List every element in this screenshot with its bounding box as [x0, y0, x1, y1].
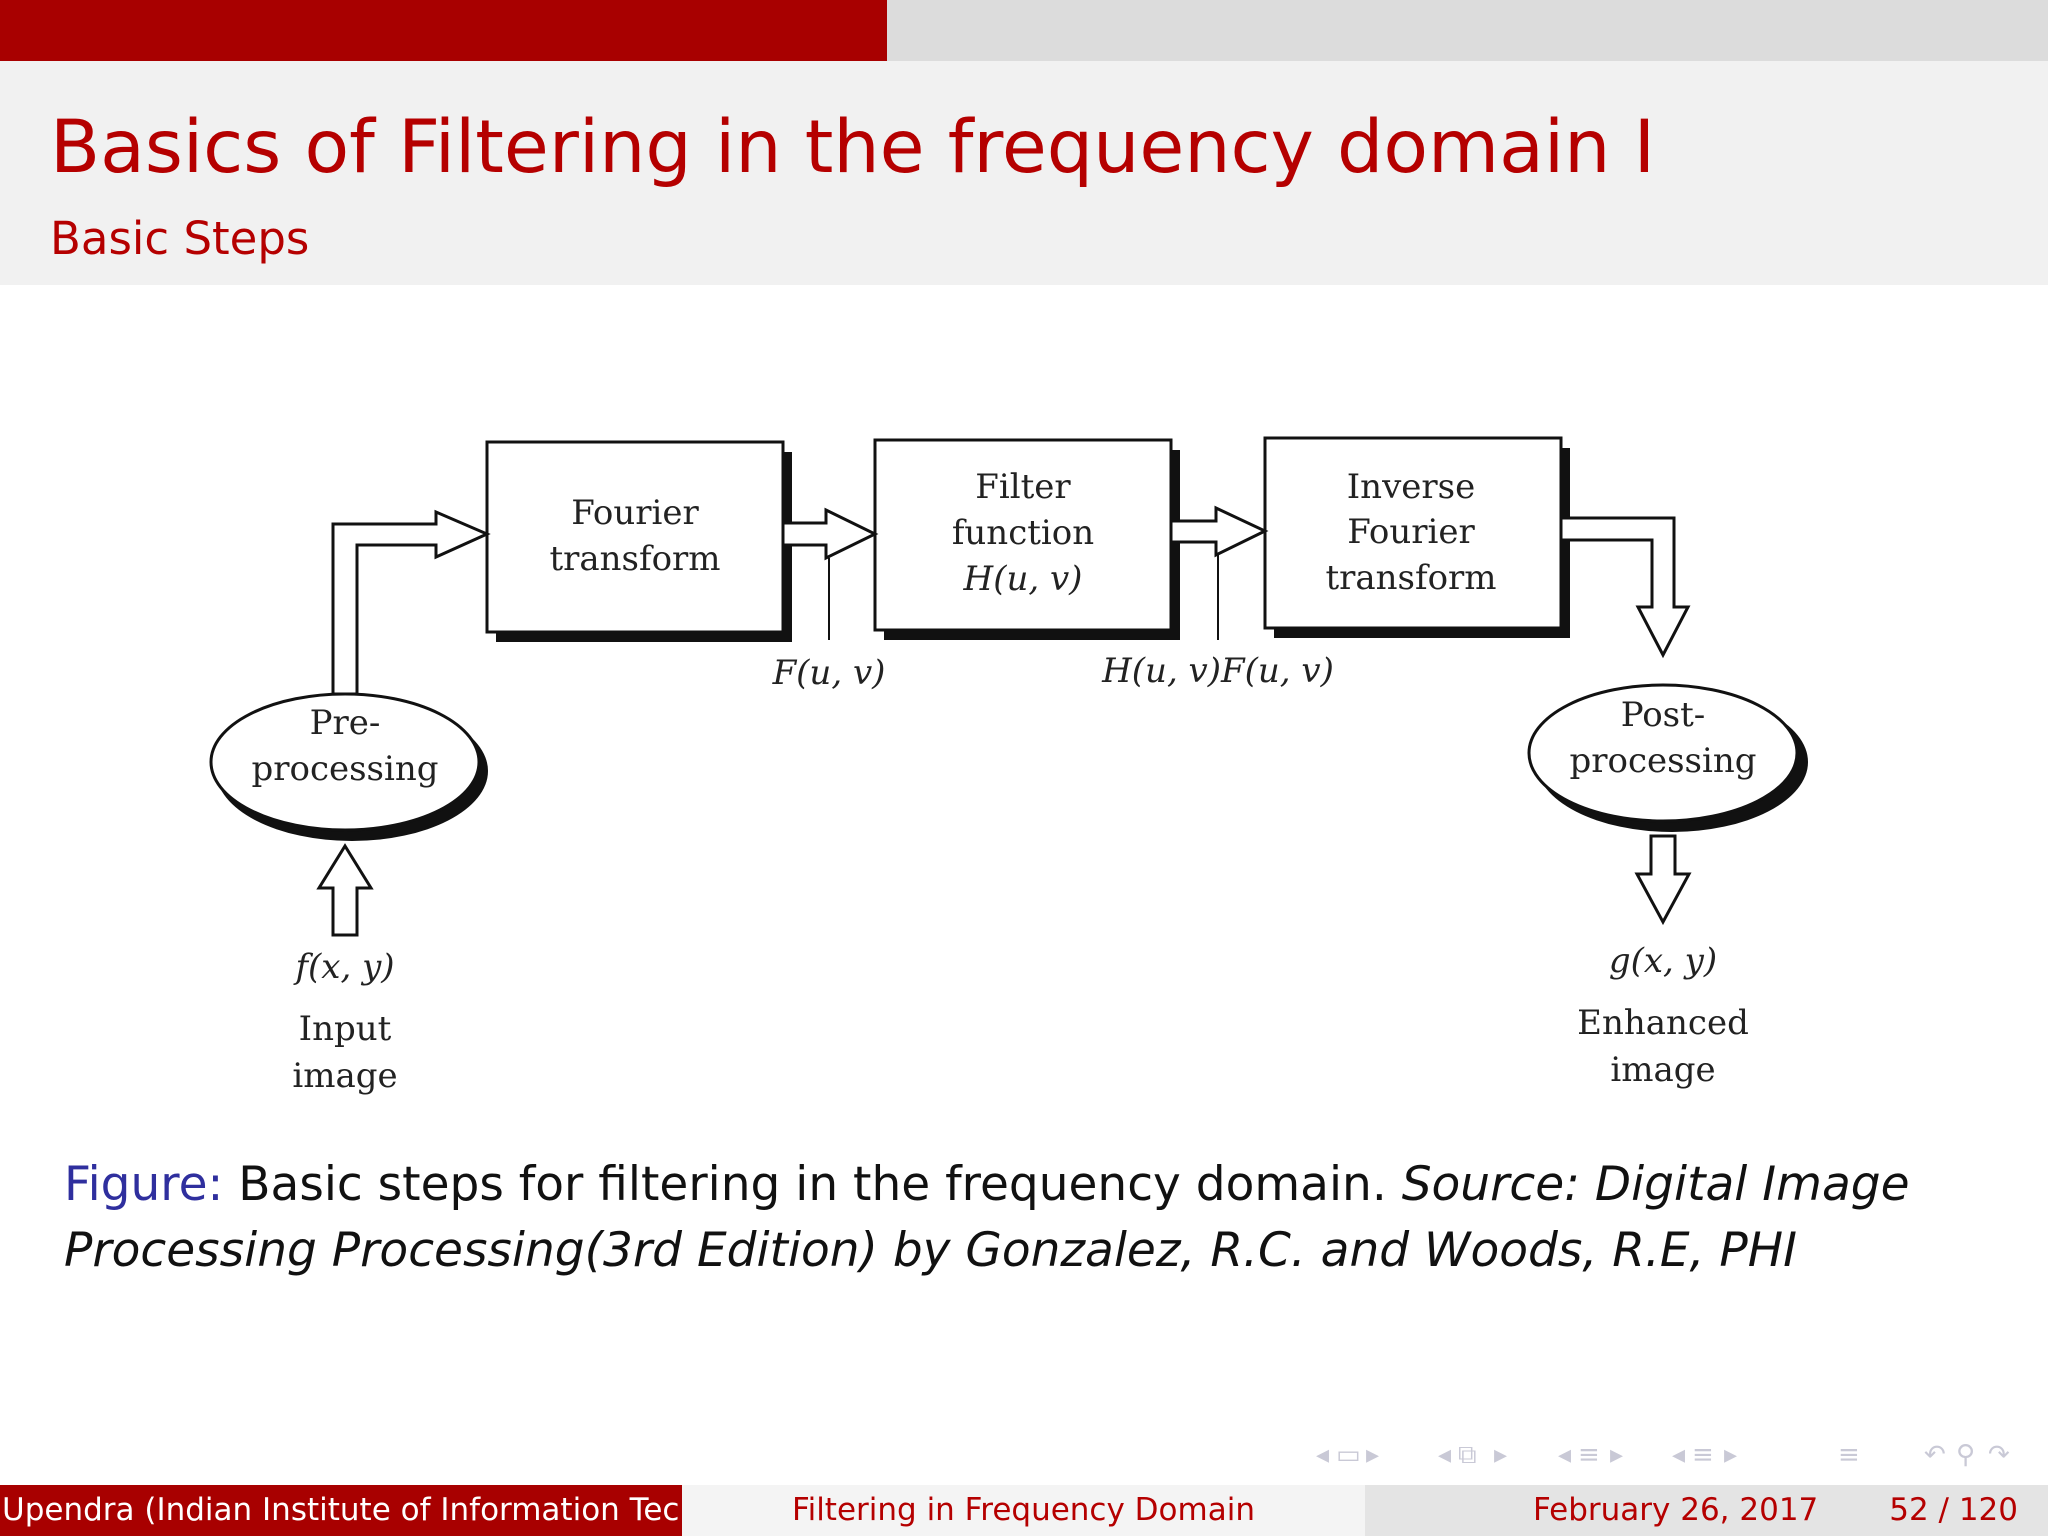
caption-text: Basic steps for filtering in the frequen…	[223, 1157, 1402, 1212]
title-band	[0, 61, 2048, 285]
figure-caption: Figure: Basic steps for filtering in the…	[64, 1152, 2004, 1284]
inverse-fourier-box	[1263, 436, 1563, 630]
progress-bar-fill	[0, 0, 888, 61]
nav-next-section-icon[interactable]: ▸	[1724, 1440, 1738, 1470]
fourier-label-1: Fourier	[571, 493, 699, 533]
footer: Upendra (Indian Institute of Information…	[0, 1485, 2048, 1536]
nav-back-icon[interactable]: ↶	[1924, 1440, 1946, 1470]
nav-prev-frame-icon[interactable]: ◂	[1438, 1440, 1452, 1470]
filter-label-3: H(u, v)	[963, 559, 1083, 599]
nav-search-icon[interactable]: ⚲	[1956, 1440, 1976, 1470]
footer-date: February 26, 2017	[1533, 1492, 1819, 1528]
fuv-label: F(u, v)	[772, 653, 886, 693]
filter-to-inverse-arrow	[1169, 505, 1269, 558]
pre-label-1: Pre-	[310, 703, 381, 743]
input-symbol: f(x, y)	[292, 947, 394, 987]
input-to-pre-arrow	[316, 843, 374, 937]
inverse-label-3: transform	[1325, 558, 1496, 598]
inverse-label-1: Inverse	[1347, 467, 1475, 507]
inverse-to-post-arrow	[1559, 516, 1691, 659]
progress-bar	[0, 0, 2048, 61]
footer-author: Upendra (Indian Institute of Information…	[0, 1485, 682, 1536]
footer-title: Filtering in Frequency Domain	[682, 1485, 1365, 1536]
nav-prev-subsection-icon[interactable]: ◂	[1558, 1440, 1572, 1470]
fourier-transform-box	[485, 440, 785, 634]
nav-frame-icon[interactable]: ⧉	[1458, 1440, 1477, 1470]
nav-next-frame-icon[interactable]: ▸	[1494, 1440, 1508, 1470]
output-symbol: g(x, y)	[1609, 941, 1717, 981]
output-label-2: image	[1610, 1050, 1715, 1090]
caption-source: Source: Digital Image Processing Process…	[64, 1157, 1910, 1278]
post-label-1: Post-	[1621, 695, 1706, 735]
pre-label-2: processing	[251, 749, 438, 789]
post-label-2: processing	[1569, 741, 1756, 781]
nav-forward-icon[interactable]: ↷	[1988, 1440, 2010, 1470]
hf-label: H(u, v)F(u, v)	[1101, 651, 1334, 691]
nav-subsection-icon[interactable]: ≡	[1578, 1440, 1600, 1470]
filtering-pipeline-diagram: Fourier transform Filter function H(u, v…	[209, 436, 1808, 1096]
filter-label-1: Filter	[975, 467, 1071, 507]
footer-right: February 26, 2017 52 / 120	[1365, 1485, 2048, 1536]
input-label-1: Input	[299, 1009, 392, 1049]
post-to-output-arrow	[1634, 834, 1692, 926]
nav-section-icon[interactable]: ≡	[1692, 1440, 1714, 1470]
pre-to-fourier-arrow	[331, 509, 491, 696]
caption-prefix: Figure:	[64, 1157, 224, 1212]
inverse-label-2: Fourier	[1347, 512, 1475, 552]
postprocessing-ellipse	[1527, 683, 1799, 823]
nav-align-icon[interactable]: ≡	[1838, 1440, 1860, 1470]
nav-next-subsection-icon[interactable]: ▸	[1610, 1440, 1624, 1470]
nav-prev-slide-icon[interactable]: ◂	[1316, 1440, 1330, 1470]
nav-next-slide-icon[interactable]: ▸	[1366, 1440, 1380, 1470]
fourier-label-2: transform	[549, 539, 720, 579]
slide-subtitle: Basic Steps	[50, 212, 310, 265]
slide-title: Basics of Filtering in the frequency dom…	[50, 105, 1656, 190]
nav-prev-section-icon[interactable]: ◂	[1672, 1440, 1686, 1470]
output-label-1: Enhanced	[1577, 1003, 1749, 1043]
nav-slide-icon[interactable]: ▭	[1336, 1440, 1361, 1470]
footer-page-number: 52 / 120	[1889, 1492, 2018, 1528]
fourier-to-filter-arrow	[781, 507, 879, 561]
beamer-navigation: ◂ ▭ ▸ ◂ ⧉ ▸ ◂ ≡ ▸ ◂ ≡ ▸ ≡ ↶ ⚲ ↷	[1316, 1440, 2036, 1474]
input-label-2: image	[292, 1056, 397, 1096]
filter-label-2: function	[952, 513, 1094, 553]
